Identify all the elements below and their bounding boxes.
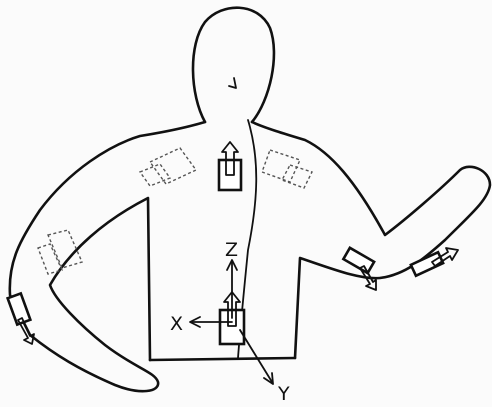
coordinate-axes [190,260,273,384]
right-shoulder-sensor [262,150,312,188]
z-axis-label: Z [225,239,238,261]
face-mark [229,78,236,88]
left-shoulder-sensor [140,148,196,186]
body-outline-right [252,122,490,358]
y-axis-label: Y [277,383,290,405]
head-outline [193,8,274,122]
waist-line [150,358,295,360]
upper-back-sensor [219,142,241,190]
right-elbow-sensor [343,248,376,290]
x-axis-label: X [170,313,183,335]
left-forearm-sensor [8,293,34,344]
right-forearm-sensor [411,248,458,276]
y-axis [240,330,272,382]
body-outline-left [10,122,205,391]
